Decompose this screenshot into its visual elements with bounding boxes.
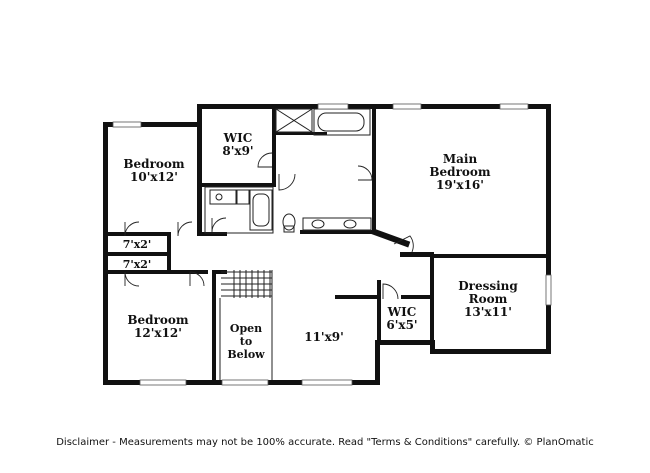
closet-2-label: 7'x2' xyxy=(123,258,152,271)
room-name: WIC xyxy=(387,305,417,319)
room-dims: 10'x12' xyxy=(130,170,178,184)
room-name: Bedroom xyxy=(123,157,185,171)
room-dims: 6'x5' xyxy=(386,318,418,332)
room-dims: 8'x9' xyxy=(222,144,254,158)
label-line2: to xyxy=(239,335,253,348)
wic-top-label: WIC 8'x9' xyxy=(222,132,253,158)
room-dims: 7'x2' xyxy=(122,238,152,251)
main-bedroom-label: Main Bedroom 19'x16' xyxy=(429,153,490,192)
room-name-line1: Dressing xyxy=(458,279,518,293)
bedroom-left-bottom-label: Bedroom 12'x12' xyxy=(127,314,188,340)
room-dims: 7'x2' xyxy=(122,258,152,271)
room-name: Bedroom xyxy=(127,313,189,327)
dressing-room-label: Dressing Room 13'x11' xyxy=(458,280,518,319)
label-line1: Open xyxy=(229,322,263,335)
closet-1-label: 7'x2' xyxy=(123,238,152,251)
bedroom-left-top-label: Bedroom 10'x12' xyxy=(123,158,184,184)
room-name-line2: Bedroom xyxy=(429,165,491,179)
room-name-line2: Room xyxy=(468,292,508,306)
interior-walls xyxy=(108,104,551,385)
label-line3: Below xyxy=(227,348,265,361)
room-dims: 19'x16' xyxy=(436,178,484,192)
room-name-line1: Main xyxy=(442,152,478,166)
wic-small-label: WIC 6'x5' xyxy=(386,306,417,332)
hall-room-label: 11'x9' xyxy=(304,331,344,344)
room-dims: 11'x9' xyxy=(304,330,344,344)
fixtures xyxy=(204,108,372,380)
room-dims: 12'x12' xyxy=(134,326,182,340)
disclaimer-text: Disclaimer - Measurements may not be 100… xyxy=(56,437,594,448)
doors xyxy=(124,152,414,300)
room-name: WIC xyxy=(223,131,253,145)
windows xyxy=(112,103,552,386)
open-to-below-label: Open to Below xyxy=(227,322,264,361)
room-dims: 13'x11' xyxy=(464,305,512,319)
